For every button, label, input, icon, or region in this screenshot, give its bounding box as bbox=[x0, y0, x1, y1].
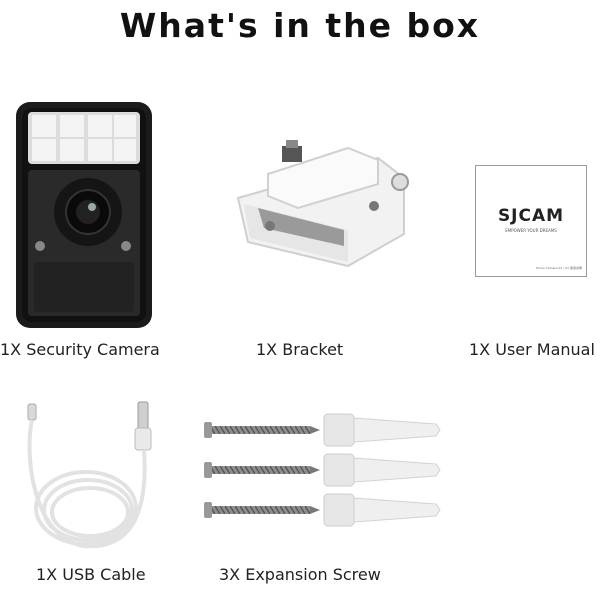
usb-cable-image bbox=[14, 398, 164, 558]
page-title: What's in the box bbox=[119, 6, 481, 45]
item-label-bracket: 1X Bracket bbox=[256, 340, 344, 359]
item-label-manual: 1X User Manual bbox=[469, 340, 595, 359]
item-label-usb-cable: 1X USB Cable bbox=[36, 565, 146, 584]
manual-brand: SJCAM bbox=[497, 206, 565, 226]
user-manual-image: SJCAM EMPOWER YOUR DREAMS Home Camera S1… bbox=[475, 165, 587, 277]
bracket-image bbox=[228, 138, 412, 272]
manual-footer: Home Camera S1 / S1 使用说明 bbox=[535, 266, 582, 270]
security-camera-image bbox=[14, 100, 154, 330]
expansion-screws-image bbox=[200, 410, 444, 530]
item-label-expansion-screw: 3X Expansion Screw bbox=[219, 565, 381, 584]
manual-tagline: EMPOWER YOUR DREAMS bbox=[505, 228, 557, 233]
item-label-camera: 1X Security Camera bbox=[0, 340, 160, 359]
